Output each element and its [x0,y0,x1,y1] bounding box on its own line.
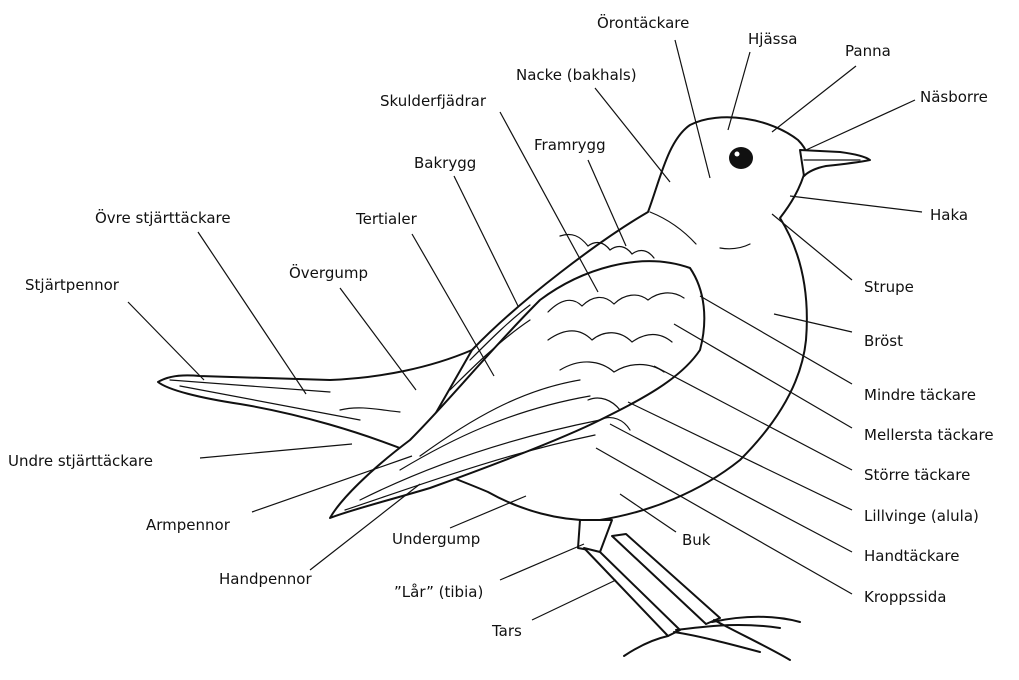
label-haka: Haka [930,206,968,224]
leader-lar [500,544,584,580]
label-nacke: Nacke (bakhals) [516,66,637,84]
beak [800,150,870,176]
label-hjassa: Hjässa [748,30,797,48]
label-framrygg: Framrygg [534,136,606,154]
label-handpennor: Handpennor [219,570,312,588]
tibia [578,520,612,552]
toe-1 [674,632,760,652]
leader-panna [772,66,856,132]
label-brost: Bröst [864,332,903,350]
label-overgump: Övergump [289,263,368,282]
label-orontackare: Örontäckare [597,13,689,32]
label-undergump: Undergump [392,530,480,548]
label-mindre-tackare: Mindre täckare [864,386,976,404]
label-nasborre: Näsborre [920,88,988,106]
toe-3 [712,617,800,622]
leader-undre-stjarttackare [200,444,352,458]
label-stjartpennor: Stjärtpennor [25,276,120,294]
hind-toe [624,636,668,656]
leader-undergump [450,496,526,528]
label-tars: Tars [491,622,522,640]
label-ovre-stjarttackare: Övre stjärttäckare [95,208,231,227]
leader-framrygg [588,160,626,246]
leader-ovre-stjarttackare [198,232,306,394]
label-armpennor: Armpennor [146,516,231,534]
tarsus-left [584,548,680,636]
label-strupe: Strupe [864,278,914,296]
label-handtackare: Handtäckare [864,547,960,565]
leader-tertialer [412,234,494,376]
label-panna: Panna [845,42,891,60]
label-tertialer: Tertialer [355,210,418,228]
eye [729,147,753,169]
label-lillvinge: Lillvinge (alula) [864,507,979,525]
leader-stjartpennor [128,302,204,380]
label-mellersta-tackare: Mellersta täckare [864,426,994,444]
label-lar: ”Lår” (tibia) [394,583,483,601]
label-buk: Buk [682,531,711,549]
leader-tars [532,580,616,620]
label-skulderfjadrar: Skulderfjädrar [380,92,487,110]
leader-nasborre [806,100,915,150]
label-kroppssida: Kroppssida [864,588,946,606]
eye-highlight [735,152,740,157]
leader-haka [790,196,922,212]
label-bakrygg: Bakrygg [414,154,476,172]
label-undre-stjarttackare: Undre stjärttäckare [8,452,153,470]
leader-nacke [595,88,670,182]
leader-bakrygg [454,176,518,306]
label-storre-tackare: Större täckare [864,466,970,484]
